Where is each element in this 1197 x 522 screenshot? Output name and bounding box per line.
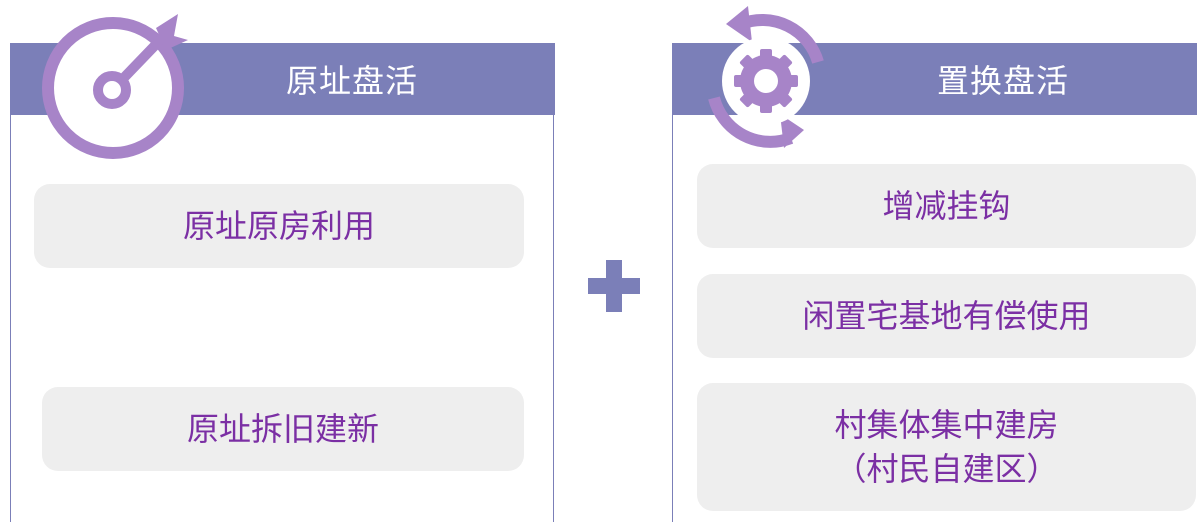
right-item-3-line-2: （村民自建区） <box>834 450 1059 488</box>
plus-icon <box>588 260 640 312</box>
right-item-3-line-1: 村集体集中建房 <box>834 406 1059 444</box>
gear-refresh-icon <box>708 6 824 148</box>
left-item-2: 原址拆旧建新 <box>42 387 524 471</box>
right-item-3: 村集体集中建房 （村民自建区） <box>697 383 1196 511</box>
right-item-1: 增减挂钩 <box>697 164 1196 248</box>
right-item-2: 闲置宅基地有偿使用 <box>697 274 1196 358</box>
target-dart-icon <box>42 14 188 159</box>
left-item-1: 原址原房利用 <box>34 184 524 268</box>
